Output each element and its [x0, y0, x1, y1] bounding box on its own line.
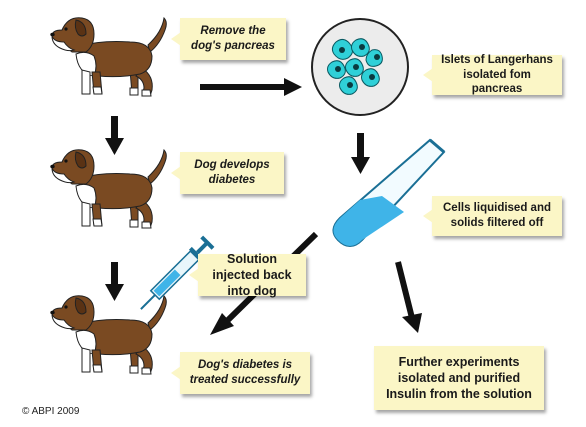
dog-3-icon [49, 295, 167, 375]
arrow-down-1-head [105, 138, 124, 155]
callout-further: Further experiments isolated and purifie… [374, 346, 544, 410]
callout-tail [423, 209, 433, 223]
callout-liquidised-text: Cells liquidised and solids filtered off [443, 202, 551, 229]
callout-tail [423, 68, 433, 82]
test-tube-icon [332, 138, 446, 247]
callout-injected-text: Solution injected back into dog [212, 251, 292, 299]
callout-develops-diabetes: Dog develops diabetes [171, 152, 284, 194]
callout-tail [171, 366, 181, 380]
arrow-down-3 [357, 133, 364, 159]
syringe-icon [140, 235, 215, 310]
arrows [105, 78, 370, 301]
arrow-right-head [284, 78, 302, 96]
callout-treated: Dog's diabetes is treated successfully [171, 352, 310, 394]
callout-liquidised: Cells liquidised and solids filtered off [423, 196, 562, 236]
arrow-diagonal-right [395, 261, 415, 319]
dog-2-icon [49, 149, 167, 229]
copyright-text: © ABPI 2009 [22, 406, 80, 417]
arrow-diagonal-left-head [210, 313, 234, 335]
dog-1-icon [49, 17, 167, 97]
callout-islets: Islets of Langerhans isolated fom pancre… [423, 53, 562, 96]
islets-circle-icon [311, 18, 409, 116]
callout-tail [189, 268, 199, 282]
callout-islets-text: Islets of Langerhans isolated fom pancre… [441, 53, 553, 96]
callout-further-text: Further experiments isolated and purifie… [386, 354, 532, 402]
arrow-down-1 [111, 116, 118, 140]
arrow-down-2-head [105, 284, 124, 301]
callout-treated-text: Dog's diabetes is treated successfully [189, 359, 301, 386]
arrow-right [200, 84, 286, 90]
callout-develops-diabetes-text: Dog develops diabetes [194, 159, 270, 186]
callout-injected: Solution injected back into dog [189, 252, 306, 298]
arrow-diagonal-right-head [402, 313, 422, 333]
callout-tail [171, 166, 181, 180]
callout-remove-pancreas-text: Remove the dog's pancreas [191, 25, 275, 52]
arrow-down-3-head [351, 157, 370, 174]
callout-tail [171, 32, 181, 46]
arrow-down-2 [111, 262, 118, 286]
callout-remove-pancreas: Remove the dog's pancreas [171, 18, 286, 60]
